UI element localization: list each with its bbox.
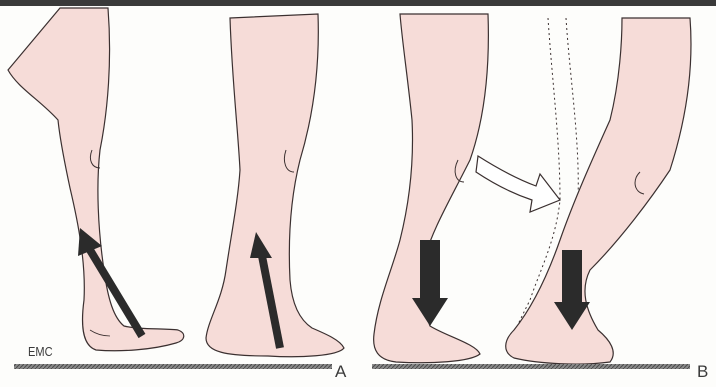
ground-line-a <box>14 364 332 369</box>
watermark-label: EMC <box>28 344 53 359</box>
curved-transition-arrow-icon <box>476 156 560 212</box>
ground-line-b <box>372 364 690 369</box>
panel-b-label: B <box>697 362 708 382</box>
leg-a1 <box>8 8 184 351</box>
panel-a-label: A <box>335 362 346 382</box>
